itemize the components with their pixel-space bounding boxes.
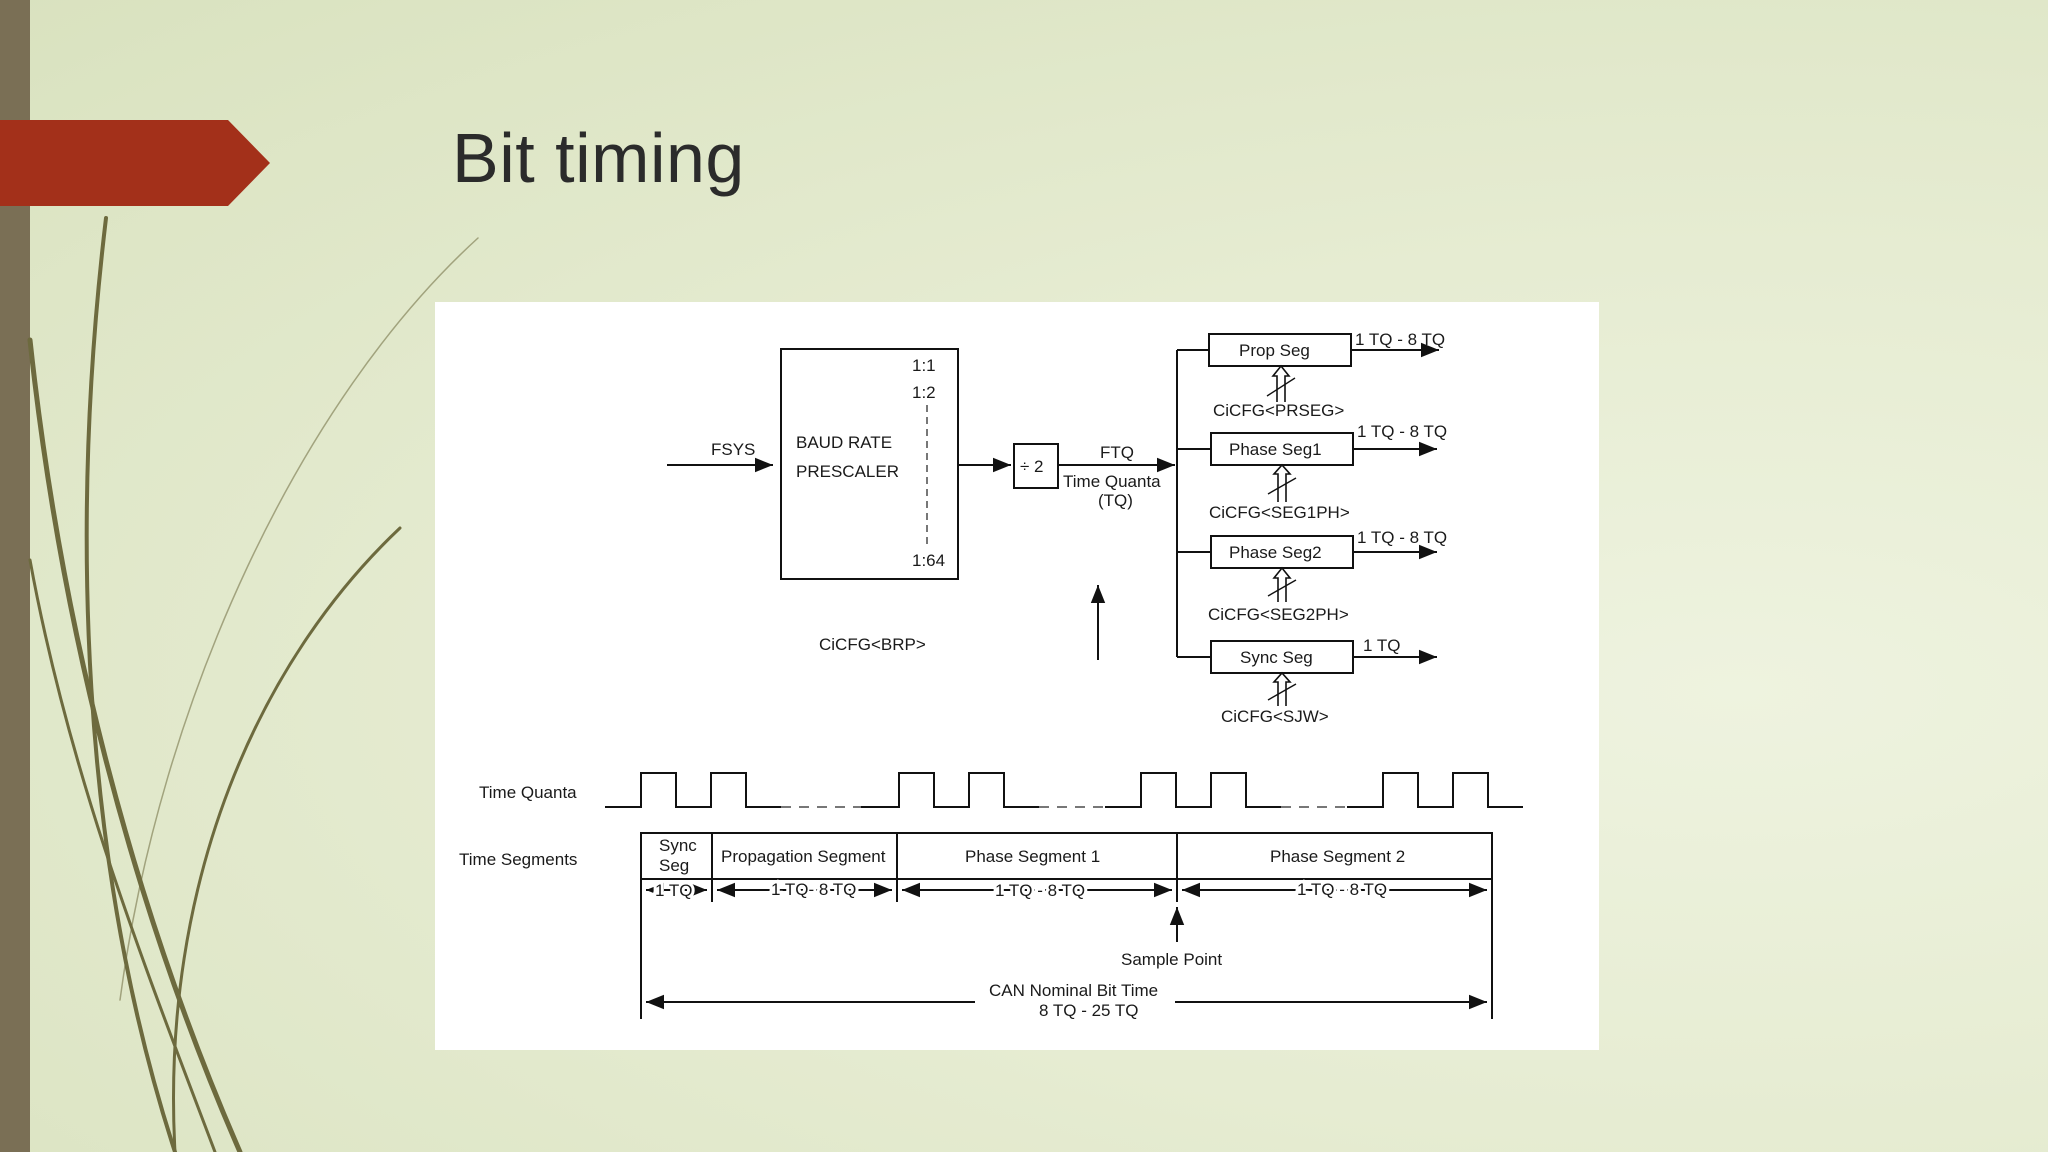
phase-segment-1-cell: Phase Segment 1: [965, 847, 1100, 866]
phase-seg2-range: 1 TQ - 8 TQ: [1357, 528, 1447, 547]
phase-seg1-range: 1 TQ - 8 TQ: [1357, 422, 1447, 441]
bit-time-label-line1: CAN Nominal Bit Time: [989, 981, 1158, 1000]
decorative-swooshes: [27, 216, 479, 1152]
sync-seg-cell-line1: Sync: [659, 836, 697, 855]
prop-seg-label: Prop Seg: [1239, 341, 1310, 360]
sync-seg-label: Sync Seg: [1240, 648, 1313, 667]
phase-seg1-control: CiCFG<SEG1PH>: [1209, 503, 1350, 522]
title-accent-tab: [0, 120, 270, 206]
phase1-range-label: 1 TQ - 8 TQ: [995, 881, 1085, 900]
time-quanta-waveform: [605, 772, 781, 808]
fsys-label: FSYS: [711, 440, 755, 459]
phase-seg1-label: Phase Seg1: [1229, 440, 1322, 459]
phase-seg2-label: Phase Seg2: [1229, 543, 1322, 562]
prescaler-label-line1: BAUD RATE: [796, 433, 892, 452]
prop-range-label: 1 TQ- 8 TQ: [771, 880, 856, 899]
sync-seg-range: 1 TQ: [1363, 636, 1400, 655]
time-quanta-row-label: Time Quanta: [479, 783, 577, 802]
prescaler-label-line2: PRESCALER: [796, 462, 899, 481]
sync-seg-control: CiCFG<SJW>: [1221, 707, 1329, 726]
sync-range-label: 1 TQ: [655, 881, 692, 900]
prop-seg-range: 1 TQ - 8 TQ: [1355, 330, 1445, 349]
phase-seg2-control: CiCFG<SEG2PH>: [1208, 605, 1349, 624]
brp-control-label: CiCFG<BRP>: [819, 635, 926, 654]
bit-time-label-line2: 8 TQ - 25 TQ: [1039, 1001, 1139, 1020]
time-segments-row-label: Time Segments: [459, 850, 577, 869]
bit-timing-figure: FSYS BAUD RATE PRESCALER 1:1 1:2 1:64 Ci…: [435, 302, 1599, 1050]
time-segments-row: [640, 832, 1493, 880]
slide-title: Bit timing: [452, 119, 745, 197]
sample-point-label: Sample Point: [1121, 950, 1222, 969]
phase-segment-2-cell: Phase Segment 2: [1270, 847, 1405, 866]
divider-label: ÷ 2: [1020, 457, 1044, 476]
prop-seg-control: CiCFG<PRSEG>: [1213, 401, 1344, 420]
propagation-segment-cell: Propagation Segment: [721, 847, 886, 866]
sync-seg-cell-line2: Seg: [659, 856, 689, 875]
prescaler-ratio-top: 1:1: [912, 356, 936, 375]
phase2-range-label: 1 TQ - 8 TQ: [1297, 880, 1387, 899]
prescaler-ratio-second: 1:2: [912, 383, 936, 402]
prescaler-ratio-bottom: 1:64: [912, 551, 945, 570]
time-quanta-caption-line2: (TQ): [1098, 491, 1133, 510]
time-quanta-caption-line1: Time Quanta: [1063, 472, 1161, 491]
ftq-label: FTQ: [1100, 443, 1134, 462]
bit-timing-diagram: FSYS BAUD RATE PRESCALER 1:1 1:2 1:64 Ci…: [459, 330, 1523, 1020]
